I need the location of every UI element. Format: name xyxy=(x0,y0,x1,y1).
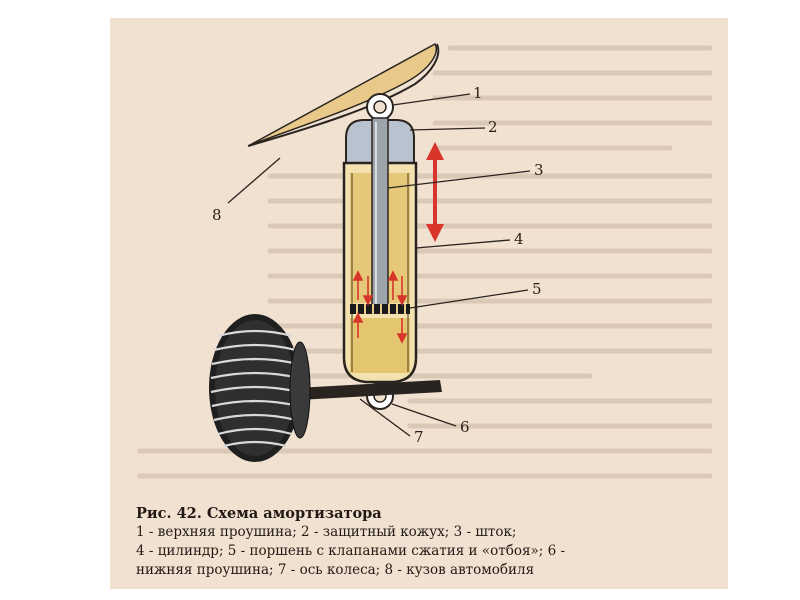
caption-title: Рис. 42. Схема амортизатора xyxy=(136,505,382,522)
car-body-panel xyxy=(249,42,437,146)
stroke-direction-arrow xyxy=(426,142,444,242)
callout-1: 1 xyxy=(473,84,483,102)
cylinder-liquid-lower xyxy=(350,318,410,373)
callout-7: 7 xyxy=(414,428,424,446)
caption-line-2: 4 - цилиндр; 5 - поршень с клапанами сжа… xyxy=(136,543,566,559)
figure-caption: Рис. 42. Схема амортизатора 1 - верхняя … xyxy=(136,504,721,580)
caption-line-1: 1 - верхняя проушина; 2 - защитный кожух… xyxy=(136,524,517,540)
callout-4: 4 xyxy=(514,230,524,248)
piston-rod xyxy=(371,117,389,309)
piston-valves xyxy=(356,304,406,314)
valve-flow-arrows xyxy=(352,270,408,344)
callout-5: 5 xyxy=(532,280,542,298)
callout-6: 6 xyxy=(460,418,470,436)
caption-line-3: нижняя проушина; 7 - ось колеса; 8 - куз… xyxy=(136,562,535,578)
leader-lines xyxy=(227,93,531,437)
upper-eye-hole xyxy=(373,100,387,114)
wheel xyxy=(209,314,311,462)
callout-8: 8 xyxy=(212,206,222,224)
callout-2: 2 xyxy=(488,118,498,136)
shock-absorber-diagram: 1 2 3 4 5 6 7 8 xyxy=(137,42,713,479)
car-body-edge xyxy=(247,43,440,147)
callout-3: 3 xyxy=(534,161,544,179)
figure-card: 1 2 3 4 5 6 7 8 Рис. 42. Схема амортизат… xyxy=(110,18,728,589)
